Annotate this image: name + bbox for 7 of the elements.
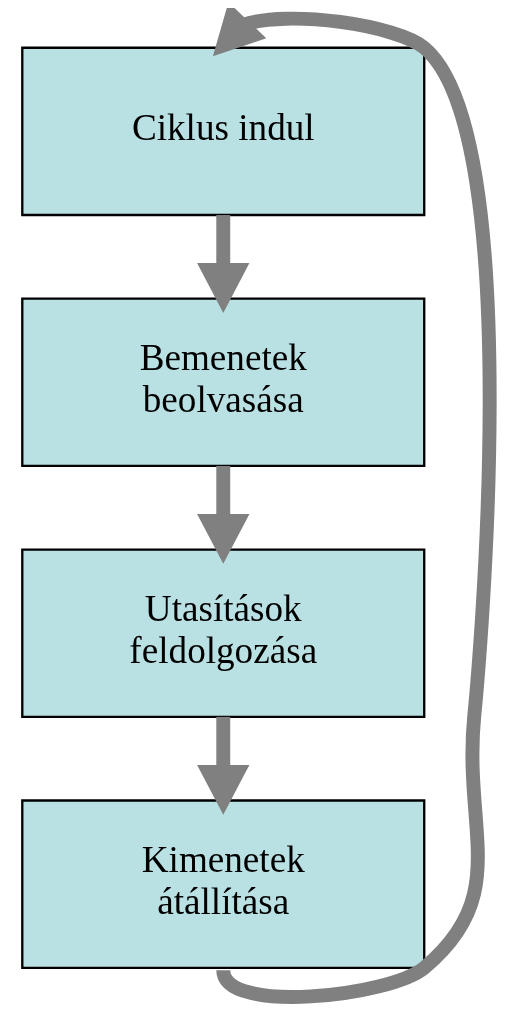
node-box: Kimenetek átállítása	[21, 799, 426, 969]
arrow	[197, 465, 250, 564]
arrow	[197, 716, 250, 815]
arrow	[197, 215, 250, 313]
node-box: Ciklus indul	[21, 46, 426, 217]
node-box: Bemenetek beolvasása	[21, 297, 426, 468]
node-box: Utasítások feldolgozása	[21, 548, 426, 719]
